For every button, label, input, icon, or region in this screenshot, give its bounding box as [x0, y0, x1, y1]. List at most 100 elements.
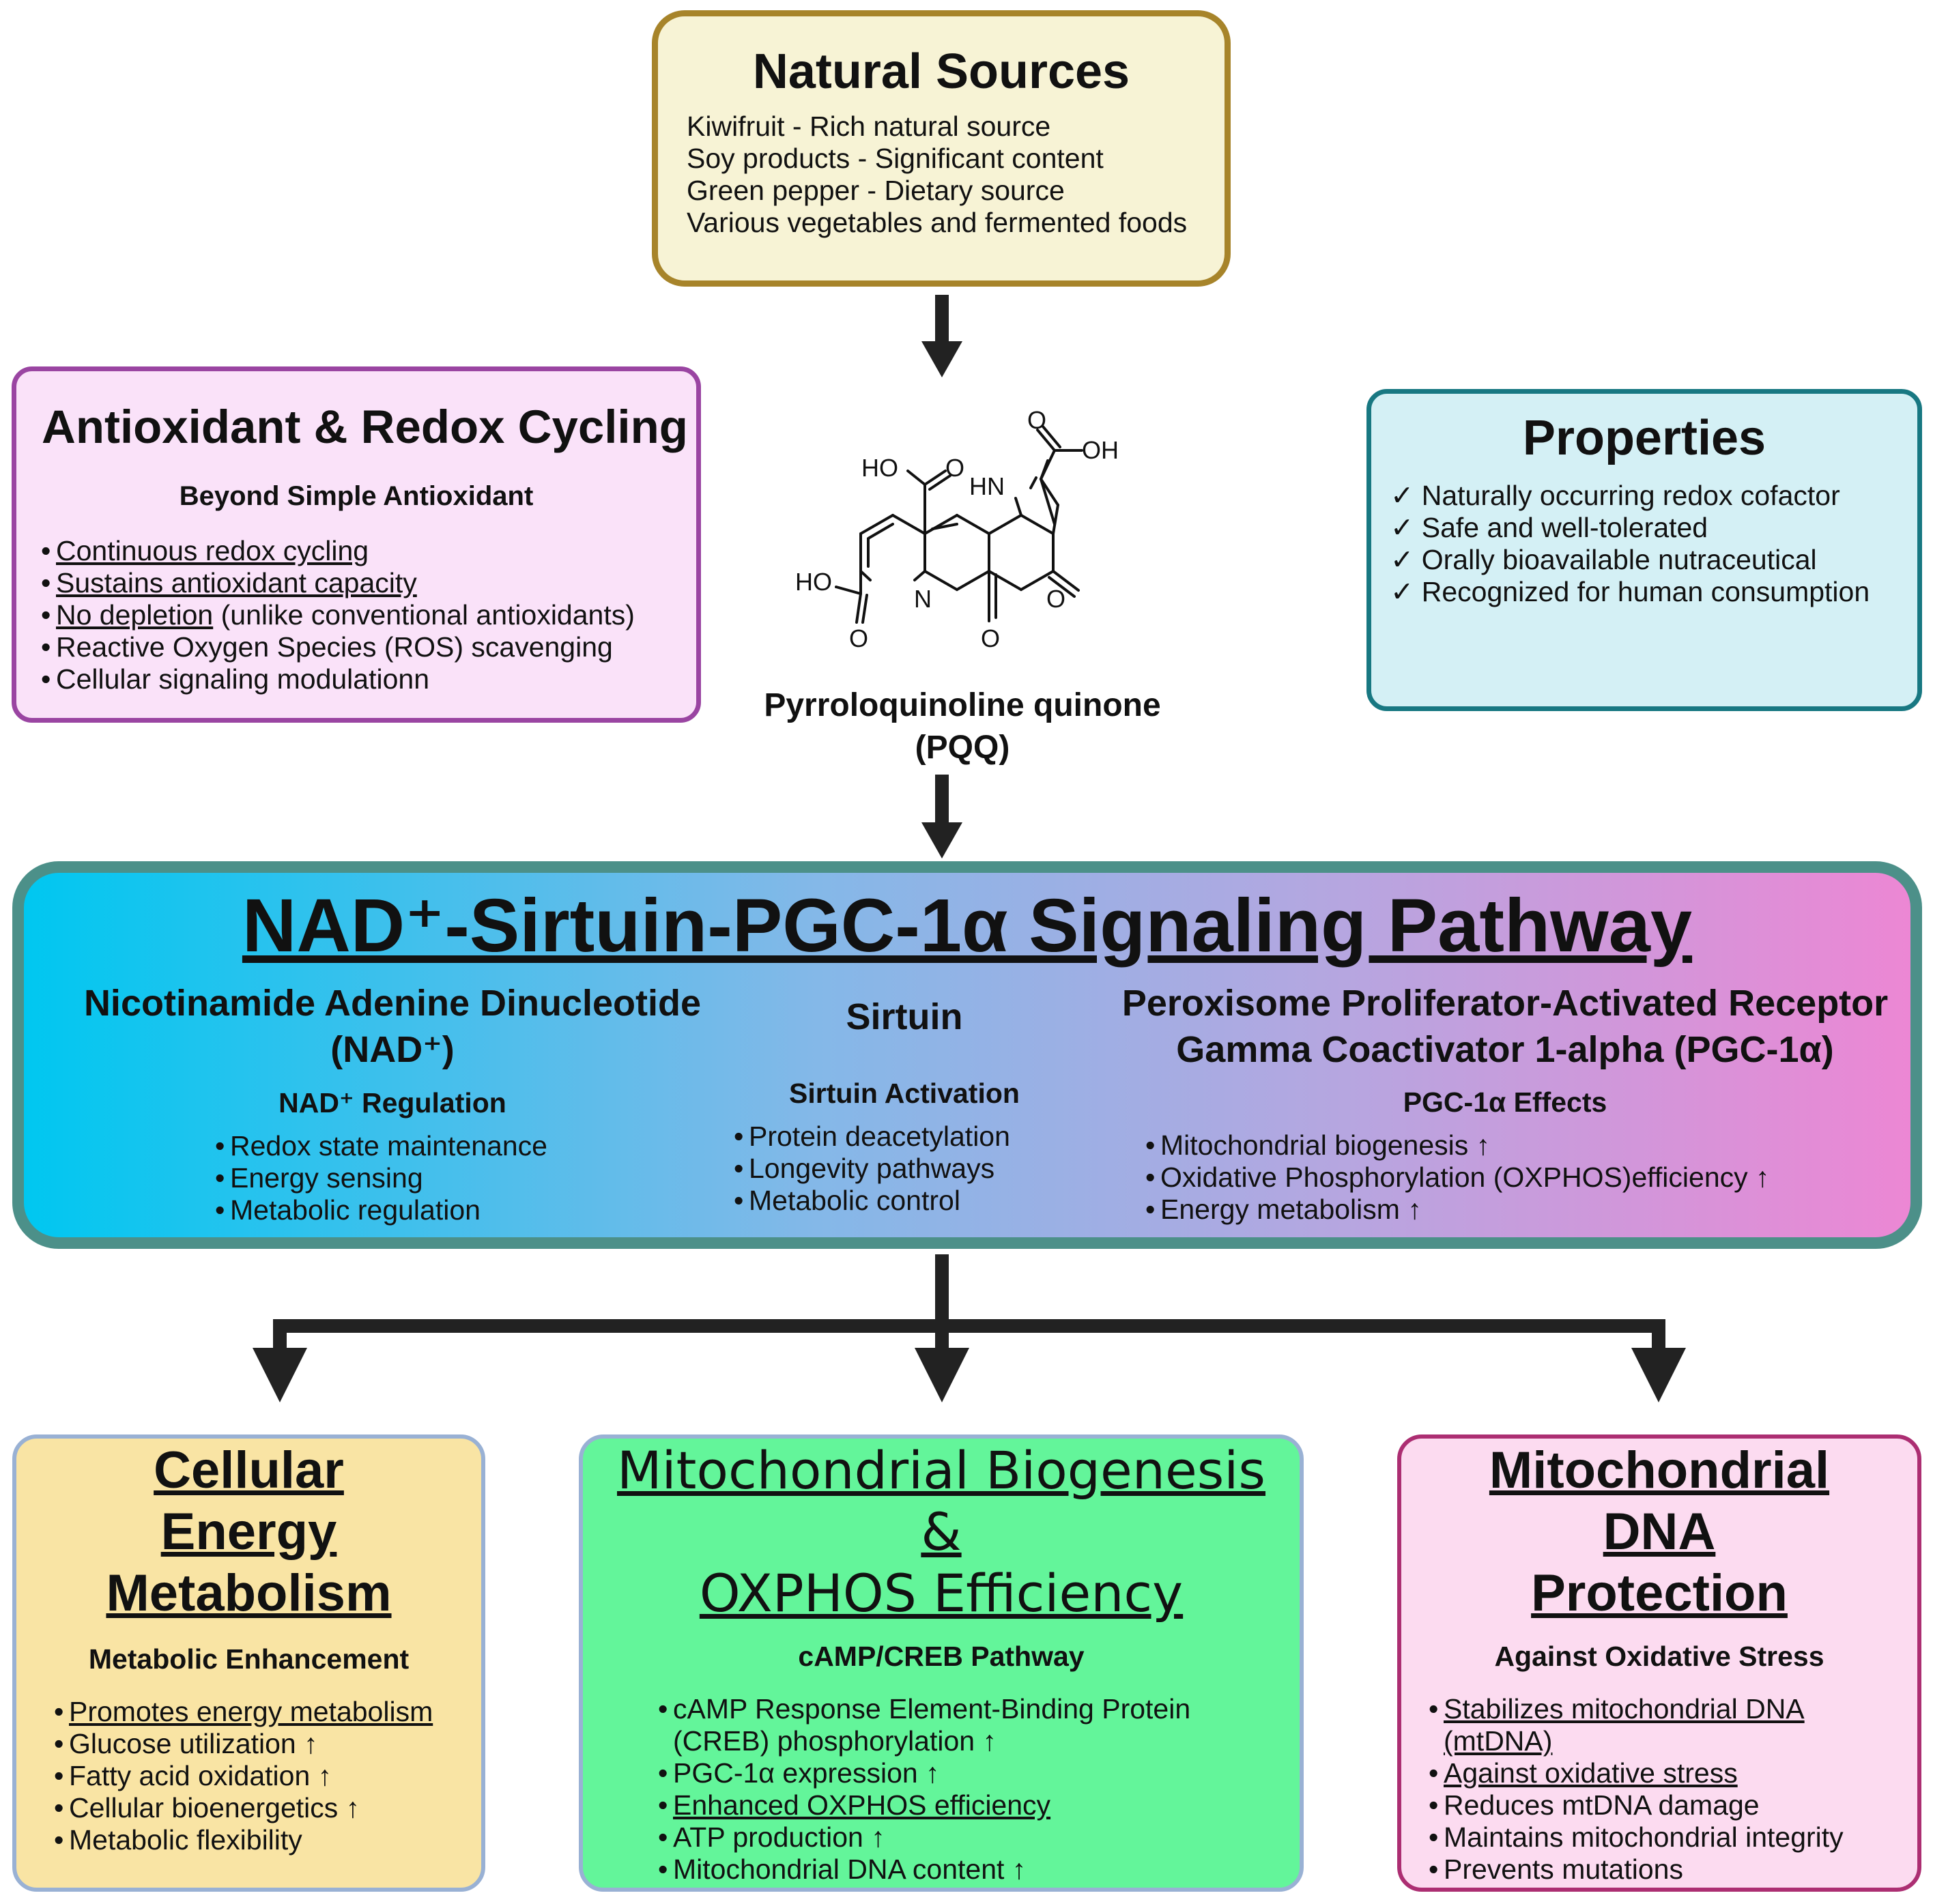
- dna-item: Maintains mitochondrial integrity: [1429, 1821, 1917, 1853]
- natural-source-item: Various vegetables and fermented foods: [687, 207, 1188, 238]
- pgc-list: Mitochondrial biogenesis ↑ Oxidative Pho…: [1145, 1129, 1921, 1226]
- nad-column: Nicotinamide Adenine Dinucleotide (NAD⁺)…: [65, 980, 720, 1226]
- natural-sources-list: Kiwifruit - Rich natural source Soy prod…: [687, 111, 1225, 239]
- sirtuin-subheading: Sirtuin Activation: [789, 1078, 1020, 1109]
- antioxidant-title: Antioxidant & Redox Cycling: [42, 401, 688, 453]
- arrow-pqq-to-pathway-shaft: [935, 775, 949, 826]
- energy-item: Fatty acid oxidation ↑: [54, 1760, 481, 1792]
- mito-item-continued: (CREB) phosphorylation ↑: [673, 1725, 997, 1757]
- pgc-item: Oxidative Phosphorylation (OXPHOS)effici…: [1145, 1162, 1921, 1194]
- arrow-center-head: [915, 1348, 969, 1402]
- dna-title-line: DNA: [1603, 1503, 1716, 1561]
- mito-item: PGC-1α expression ↑: [658, 1757, 1300, 1789]
- property-item: ✓ Safe and well-tolerated: [1390, 512, 1708, 543]
- pqq-atom-labels: O OH HO O HN HO N O O O: [795, 406, 1119, 652]
- pathway-title: NAD⁺-Sirtuin-PGC-1α Signaling Pathway: [242, 884, 1693, 968]
- properties-title: Properties: [1522, 411, 1766, 465]
- sirtuin-column: Sirtuin Sirtuin Activation Protein deace…: [713, 980, 1096, 1217]
- atom-hn: HN: [969, 472, 1005, 500]
- natural-sources-box: Natural Sources Kiwifruit - Rich natural…: [652, 10, 1231, 287]
- arrow-right-shaft: [1652, 1319, 1665, 1350]
- atom-o-bottom-1: O: [849, 624, 868, 652]
- natural-source-item: Soy products - Significant content: [687, 143, 1104, 174]
- mito-title-line2: OXPHOS Efficiency: [699, 1563, 1184, 1624]
- atom-oh-top: OH: [1082, 436, 1119, 464]
- antioxidant-item: Cellular signaling modulationn: [41, 663, 696, 695]
- dna-title-line: Protection: [1531, 1564, 1788, 1622]
- mito-item: ATP production ↑: [658, 1821, 1300, 1853]
- pgc-heading: Peroxisome Proliferator-Activated Recept…: [1121, 983, 1889, 1024]
- arrow-left-shaft: [273, 1319, 287, 1350]
- energy-item: Cellular bioenergetics ↑: [54, 1792, 481, 1824]
- natural-source-item: Green pepper - Dietary source: [687, 175, 1065, 206]
- property-item: ✓ Recognized for human consumption: [1390, 576, 1870, 607]
- pgc-column: Peroxisome Proliferator-Activated Recept…: [1089, 980, 1921, 1226]
- arrow-natural-to-pqq-shaft: [935, 295, 949, 343]
- pgc-item: Energy metabolism ↑: [1145, 1194, 1921, 1226]
- dna-title: Mitochondrial DNA Protection: [1401, 1440, 1917, 1624]
- atom-o-bottom-2: O: [981, 624, 1000, 652]
- energy-title: Cellular Energy Metabolism: [16, 1440, 481, 1624]
- antioxidant-item: Reactive Oxygen Species (ROS) scavenging: [41, 631, 696, 663]
- arrow-pqq-to-pathway-head: [921, 822, 962, 859]
- atom-ho-bottom: HO: [795, 568, 832, 596]
- dna-subtitle: Against Oxidative Stress: [1494, 1641, 1824, 1672]
- dna-list: Stabilizes mitochondrial DNA (mtDNA) Aga…: [1429, 1693, 1917, 1886]
- natural-source-item: Kiwifruit - Rich natural source: [687, 111, 1051, 142]
- dna-item: Against oxidative stress: [1429, 1757, 1917, 1789]
- energy-list: Promotes energy metabolism Glucose utili…: [54, 1696, 481, 1856]
- nad-subheading: NAD⁺ Regulation: [278, 1087, 506, 1119]
- mito-item: Mitochondrial DNA content ↑: [658, 1853, 1300, 1886]
- pqq-name-line1: Pyrroloquinoline quinone: [764, 687, 1161, 723]
- energy-item: Metabolic flexibility: [54, 1824, 481, 1856]
- energy-subtitle: Metabolic Enhancement: [88, 1643, 410, 1675]
- energy-item: Glucose utilization ↑: [54, 1728, 481, 1760]
- pqq-structure-icon: [835, 425, 1083, 624]
- mito-list: cAMP Response Element-Binding Protein (C…: [658, 1693, 1300, 1886]
- signaling-pathway-box: NAD⁺-Sirtuin-PGC-1α Signaling Pathway Ni…: [12, 861, 1922, 1249]
- dna-item-continued: (mtDNA): [1444, 1725, 1553, 1757]
- pqq-name: Pyrroloquinoline quinone (PQQ): [683, 684, 1242, 769]
- atom-o-left: O: [945, 454, 964, 482]
- mito-title-amp: &: [921, 1501, 962, 1562]
- atom-o-top: O: [1027, 406, 1046, 434]
- energy-item: Promotes energy metabolism: [54, 1696, 481, 1728]
- dna-protection-box: Mitochondrial DNA Protection Against Oxi…: [1397, 1434, 1921, 1892]
- antioxidant-item: No depletion (unlike conventional antiox…: [41, 599, 696, 631]
- arrow-left-head: [253, 1348, 307, 1402]
- arrow-natural-to-pqq-head: [921, 341, 962, 377]
- mito-item: cAMP Response Element-Binding Protein: [658, 1693, 1300, 1725]
- antioxidant-list: Continuous redox cycling Sustains antiox…: [41, 535, 696, 695]
- nad-item: Metabolic regulation: [215, 1194, 720, 1226]
- property-item: ✓ Naturally occurring redox cofactor: [1390, 480, 1840, 511]
- antioxidant-item: Sustains antioxidant capacity: [41, 567, 696, 599]
- dna-item: Reduces mtDNA damage: [1429, 1789, 1917, 1821]
- antioxidant-box: Antioxidant & Redox Cycling Beyond Simpl…: [12, 366, 701, 723]
- energy-title-line: Metabolism: [106, 1564, 392, 1622]
- pqq-name-line2: (PQQ): [915, 730, 1010, 766]
- properties-list: ✓ Naturally occurring redox cofactor ✓ S…: [1390, 480, 1917, 608]
- sirtuin-item: Longevity pathways: [734, 1153, 1096, 1185]
- property-item: ✓ Orally bioavailable nutraceutical: [1390, 544, 1817, 575]
- sirtuin-item: Metabolic control: [734, 1185, 1096, 1217]
- properties-box: Properties ✓ Naturally occurring redox c…: [1366, 389, 1922, 711]
- dna-item: Prevents mutations: [1429, 1853, 1917, 1886]
- arrow-pathway-trunk: [935, 1254, 949, 1348]
- atom-o-right: O: [1046, 585, 1065, 613]
- energy-title-line: Energy: [160, 1503, 337, 1561]
- nad-heading: Nicotinamide Adenine Dinucleotide: [83, 983, 702, 1024]
- dna-item: Stabilizes mitochondrial DNA: [1429, 1693, 1917, 1725]
- atom-ho-left: HO: [861, 454, 898, 482]
- mitochondrial-biogenesis-box: Mitochondrial Biogenesis & OXPHOS Effici…: [579, 1434, 1304, 1892]
- mito-subtitle: cAMP/CREB Pathway: [798, 1641, 1085, 1672]
- nad-list: Redox state maintenance Energy sensing M…: [215, 1130, 720, 1226]
- antioxidant-item: Continuous redox cycling: [41, 535, 696, 567]
- dna-title-line: Mitochondrial: [1489, 1441, 1830, 1499]
- energy-metabolism-box: Cellular Energy Metabolism Metabolic Enh…: [12, 1434, 485, 1892]
- mito-title: Mitochondrial Biogenesis & OXPHOS Effici…: [583, 1440, 1300, 1624]
- arrow-branch-bar: [273, 1319, 1665, 1333]
- natural-sources-title: Natural Sources: [752, 44, 1130, 99]
- atom-n: N: [914, 585, 932, 613]
- pgc-heading-line2: Gamma Coactivator 1-alpha (PGC-1α): [1176, 1029, 1834, 1070]
